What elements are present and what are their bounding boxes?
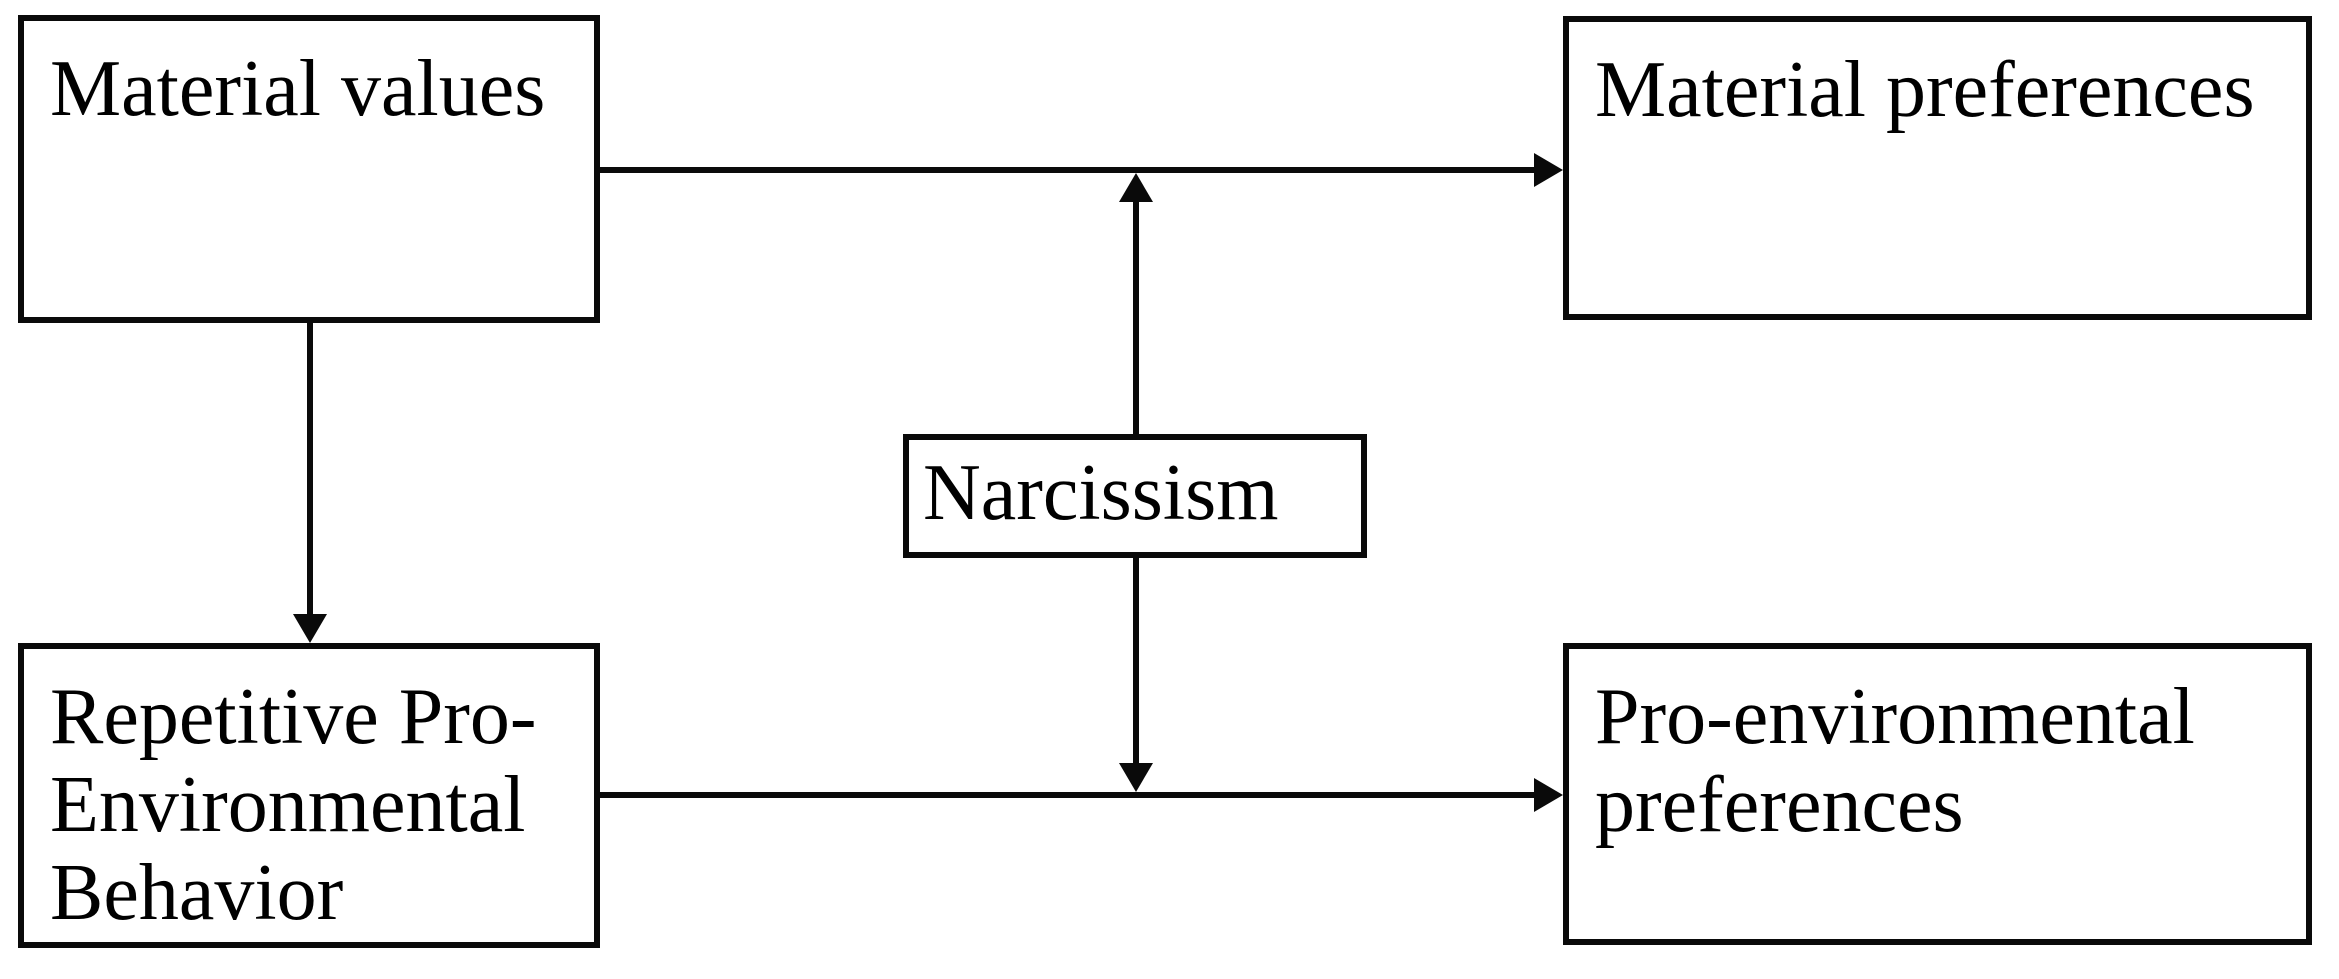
arrow-material-values-to-material-preferences <box>600 153 1563 187</box>
arrow-material-values-to-repetitive-pro-environmental-behavior <box>293 323 327 643</box>
node-repetitive-pro-environmental-behavior-label: Repetitive Pro-Environmental Behavior <box>50 673 537 937</box>
moderation-arrow-narcissism-to-bottom-path <box>1119 558 1153 792</box>
node-narcissism-label: Narcissism <box>923 449 1279 537</box>
node-material-preferences-label: Material preferences <box>1595 46 2255 134</box>
node-material-preferences: Material preferences <box>1563 16 2312 320</box>
node-pro-environmental-preferences: Pro-environmental preferences <box>1563 643 2312 945</box>
node-material-values: Material values <box>18 15 600 323</box>
node-repetitive-pro-environmental-behavior: Repetitive Pro-Environmental Behavior <box>18 643 600 948</box>
arrow-repetitive-pro-environmental-behavior-to-pro-environmental-preferences <box>600 778 1563 812</box>
node-pro-environmental-preferences-label: Pro-environmental preferences <box>1595 673 2195 849</box>
node-narcissism: Narcissism <box>903 434 1367 558</box>
moderation-arrow-narcissism-to-top-path <box>1119 173 1153 434</box>
node-material-values-label: Material values <box>50 45 546 133</box>
